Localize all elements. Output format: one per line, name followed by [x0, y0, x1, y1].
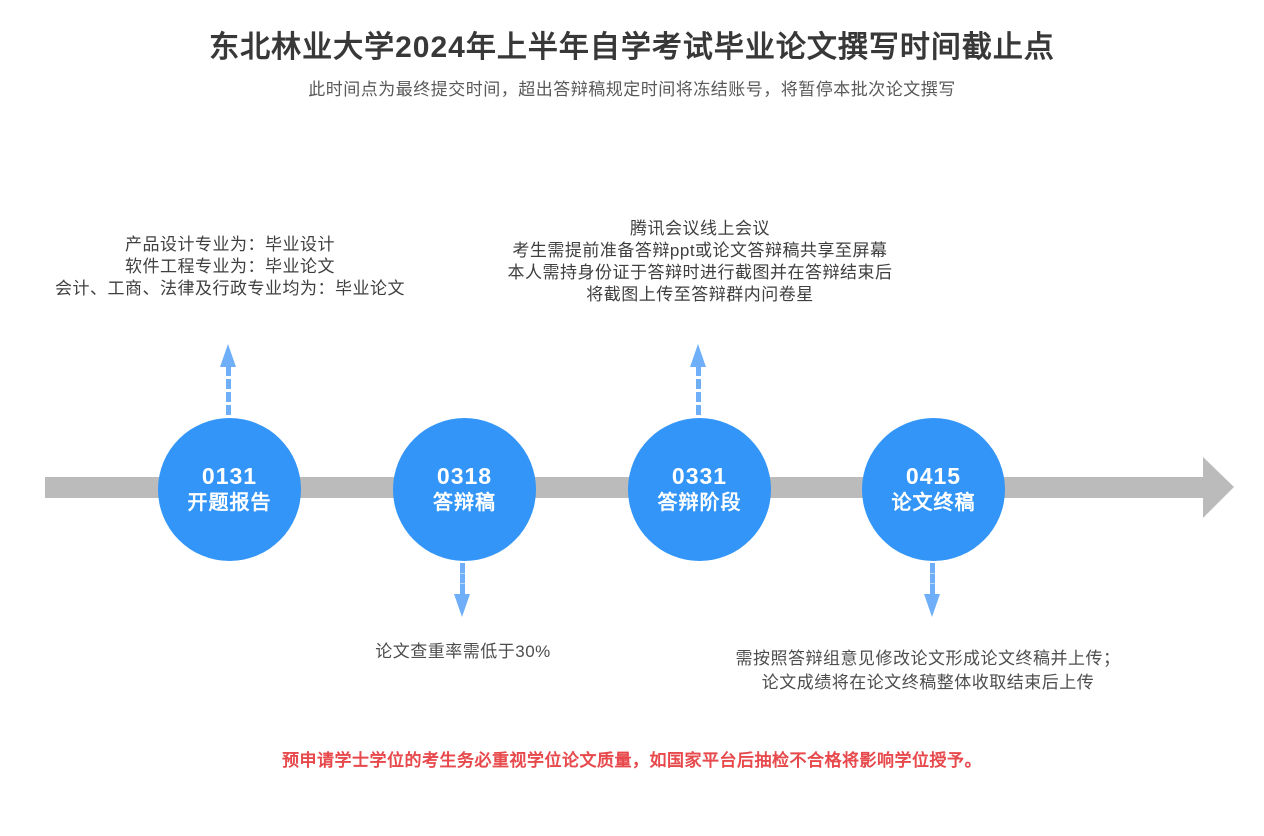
page-title: 东北林业大学2024年上半年自学考试毕业论文撰写时间截止点 [209, 31, 1055, 64]
dashed-connector [460, 563, 465, 594]
node-label: 答辩稿 [433, 491, 496, 514]
note-line: 软件工程专业为：毕业论文 [125, 257, 335, 276]
node-date: 0318 [436, 462, 493, 489]
note-line: 腾讯会议线上会议 [630, 219, 770, 238]
note-line: 会计、工商、法律及行政专业均为：毕业论文 [55, 279, 405, 298]
node-date: 0331 [671, 462, 728, 489]
note-line: 将截图上传至答辩群内问卷星 [586, 285, 814, 304]
annotation-below-node4: 需按照答辩组意见修改论文形成论文终稿并上传； 论文成绩将在论文终稿整体收取结束后… [678, 647, 1178, 695]
dashed-connector [226, 366, 231, 415]
arrow-down-icon [924, 594, 940, 617]
note-line: 本人需持身份证于答辩时进行截图并在答辩结束后 [507, 263, 893, 282]
arrow-up-icon [220, 344, 236, 367]
timeline-node-0415: 0415 论文终稿 [862, 418, 1005, 561]
dashed-connector [696, 366, 701, 415]
node-label: 论文终稿 [891, 491, 976, 514]
dashed-connector [930, 563, 935, 594]
annotation-below-node2: 论文查重率需低于30% [263, 641, 663, 663]
timeline-node-0318: 0318 答辩稿 [393, 418, 536, 561]
note-line: 论文成绩将在论文终稿整体收取结束后上传 [761, 673, 1095, 692]
note-line: 论文查重率需低于30% [375, 642, 551, 661]
node-date: 0415 [905, 462, 962, 489]
footer-warning-text: 预申请学士学位的考生务必重视学位论文质量，如国家平台后抽检不合格将影响学位授予。 [282, 751, 982, 770]
annotation-above-node3: 腾讯会议线上会议 考生需提前准备答辩ppt或论文答辩稿共享至屏幕 本人需持身份证… [470, 218, 930, 306]
arrow-up-icon [690, 344, 706, 367]
node-label: 答辩阶段 [657, 491, 742, 514]
note-line: 需按照答辩组意见修改论文形成论文终稿并上传； [735, 649, 1121, 668]
arrow-down-icon [454, 594, 470, 617]
page-subtitle: 此时间点为最终提交时间，超出答辩稿规定时间将冻结账号，将暂停本批次论文撰写 [308, 80, 956, 99]
node-date: 0131 [201, 462, 258, 489]
node-label: 开题报告 [187, 491, 272, 514]
annotation-above-node1: 产品设计专业为：毕业设计 软件工程专业为：毕业论文 会计、工商、法律及行政专业均… [20, 234, 440, 300]
timeline-node-0331: 0331 答辩阶段 [628, 418, 771, 561]
note-line: 产品设计专业为：毕业设计 [125, 235, 335, 254]
note-line: 考生需提前准备答辩ppt或论文答辩稿共享至屏幕 [512, 241, 888, 260]
timeline-arrowhead-icon [1203, 457, 1234, 518]
timeline-node-0131: 0131 开题报告 [158, 418, 301, 561]
